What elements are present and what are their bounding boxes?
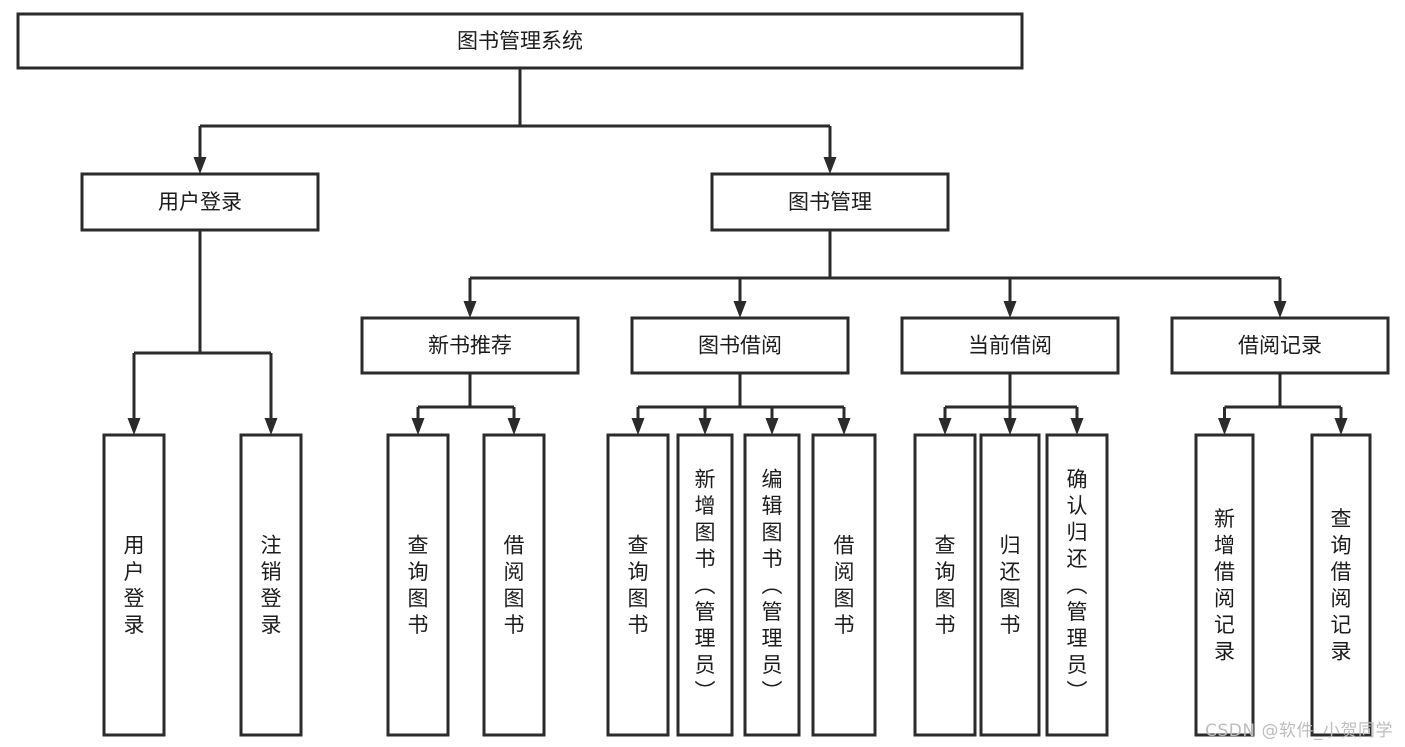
node-box — [360, 316, 580, 375]
arrow-head-icon — [1273, 301, 1287, 318]
node-n-borrow[interactable]: 图书借阅 — [630, 316, 850, 375]
node-label: 新增借阅记录 — [1214, 507, 1235, 664]
node-l-confirm-return[interactable]: 确认归还︵管理员︶ — [1045, 433, 1109, 737]
connector-group — [127, 230, 278, 435]
node-box — [811, 433, 877, 737]
connector-group — [631, 373, 851, 435]
node-l-edit-book[interactable]: 编辑图书︵管理员︶ — [743, 433, 801, 737]
node-l-add-book[interactable]: 新增图书︵管理员︶ — [676, 433, 734, 737]
node-label: 借阅图书 — [504, 534, 525, 638]
node-l-add-record[interactable]: 新增借阅记录 — [1194, 433, 1255, 737]
node-box — [102, 433, 166, 737]
node-box — [913, 433, 977, 737]
node-label: 编辑图书︵管理员︶ — [762, 467, 783, 703]
node-box — [80, 172, 320, 232]
node-label: 归还图书 — [1000, 534, 1021, 638]
node-label: 查询图书 — [408, 534, 429, 638]
node-n-current[interactable]: 当前借阅 — [900, 316, 1120, 375]
node-label: 借阅记录 — [1238, 334, 1322, 358]
arrow-head-icon — [823, 157, 837, 174]
node-l-borrow-book-1[interactable]: 借阅图书 — [482, 433, 546, 737]
node-box — [386, 433, 450, 737]
node-label: 确认归还︵管理员︶ — [1067, 467, 1088, 703]
arrow-head-icon — [127, 418, 141, 435]
node-label: 借阅图书 — [834, 534, 855, 638]
node-label: 查询借阅记录 — [1331, 507, 1352, 664]
node-l-user-login[interactable]: 用户登录 — [102, 433, 166, 737]
arrow-head-icon — [463, 301, 477, 318]
node-label: 新书推荐 — [428, 334, 512, 358]
arrow-head-icon — [698, 418, 712, 435]
node-l-borrow-book-2[interactable]: 借阅图书 — [811, 433, 877, 737]
node-box — [239, 433, 303, 737]
node-n-user-login[interactable]: 用户登录 — [80, 172, 320, 232]
arrow-head-icon — [507, 418, 521, 435]
node-l-query-book-3[interactable]: 查询图书 — [913, 433, 977, 737]
connector-group — [938, 373, 1084, 435]
connector-group — [411, 373, 521, 435]
node-n-record[interactable]: 借阅记录 — [1170, 316, 1390, 375]
arrow-head-icon — [1218, 418, 1231, 435]
connector-group — [1218, 373, 1348, 435]
node-box — [710, 172, 950, 232]
watermark-text: CSDN @软件_小贺同学 — [1205, 721, 1393, 741]
node-box — [630, 316, 850, 375]
node-label: 新增图书︵管理员︶ — [695, 467, 716, 703]
node-root[interactable]: 图书管理系统 — [16, 12, 1024, 70]
arrow-head-icon — [938, 418, 952, 435]
node-label: 图书管理系统 — [457, 29, 583, 53]
arrow-head-icon — [264, 418, 278, 435]
node-l-user-logout[interactable]: 注销登录 — [239, 433, 303, 737]
node-n-book-manage[interactable]: 图书管理 — [710, 172, 950, 232]
node-box — [606, 433, 670, 737]
arrow-head-icon — [193, 157, 207, 174]
arrow-head-icon — [765, 418, 779, 435]
node-label: 当前借阅 — [968, 334, 1052, 358]
node-label: 注销登录 — [261, 534, 282, 638]
node-l-return-book[interactable]: 归还图书 — [979, 433, 1041, 737]
node-box — [743, 433, 801, 737]
node-box — [900, 316, 1120, 375]
node-box — [1045, 433, 1109, 737]
node-box — [979, 433, 1041, 737]
arrow-head-icon — [1003, 418, 1017, 435]
node-layer: 图书管理系统用户登录图书管理新书推荐图书借阅当前借阅借阅记录用户登录注销登录查询… — [16, 12, 1390, 737]
node-box — [1170, 316, 1390, 375]
node-box — [16, 12, 1024, 70]
connector-group — [193, 68, 837, 174]
node-label: 用户登录 — [124, 534, 145, 638]
node-box — [1310, 433, 1372, 737]
node-box — [482, 433, 546, 737]
arrow-head-icon — [1070, 418, 1084, 435]
arrow-head-icon — [837, 418, 851, 435]
edge-layer — [127, 68, 1348, 435]
node-label: 查询图书 — [935, 534, 956, 638]
node-label: 查询图书 — [628, 534, 649, 638]
arrow-head-icon — [1334, 418, 1348, 435]
node-l-query-record[interactable]: 查询借阅记录 — [1310, 433, 1372, 737]
arrow-head-icon — [411, 418, 425, 435]
node-n-new-rec[interactable]: 新书推荐 — [360, 316, 580, 375]
node-l-query-book-2[interactable]: 查询图书 — [606, 433, 670, 737]
node-label: 图书借阅 — [698, 334, 782, 358]
node-box — [676, 433, 734, 737]
node-label: 图书管理 — [788, 190, 872, 214]
node-label: 用户登录 — [158, 190, 242, 214]
node-l-query-book-1[interactable]: 查询图书 — [386, 433, 450, 737]
connector-group — [463, 230, 1287, 318]
arrow-head-icon — [631, 418, 645, 435]
arrow-head-icon — [1003, 301, 1017, 318]
arrow-head-icon — [733, 301, 747, 318]
node-box — [1194, 433, 1255, 737]
